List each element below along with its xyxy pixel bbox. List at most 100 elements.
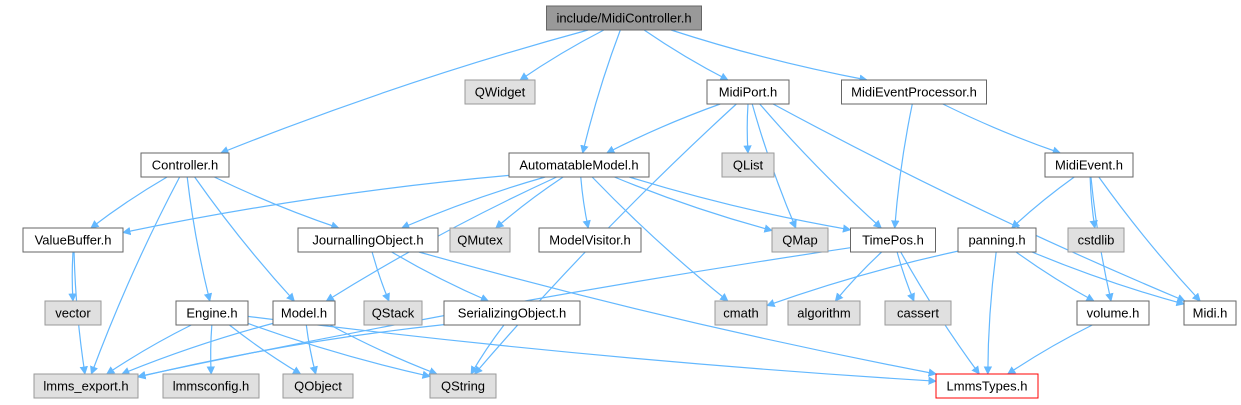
node-label-journallingobject: JournallingObject.h — [312, 233, 423, 248]
node-box-qstring — [429, 373, 497, 399]
node-box-panning — [957, 227, 1037, 253]
node-label-cstdlib: cstdlib — [1078, 233, 1115, 248]
edge-controller-to-lmms_export — [90, 176, 181, 375]
edge-controller-to-model — [194, 176, 295, 302]
edge-journallingobject-to-qstack — [371, 251, 390, 302]
node-label-lmmsconfig: lmmsconfig.h — [173, 379, 250, 394]
edge-engine-to-lmms_export — [106, 324, 192, 375]
node-box-serializingobject — [443, 300, 581, 326]
node-journallingobject[interactable]: JournallingObject.h — [297, 227, 439, 253]
node-label-panning: panning.h — [968, 233, 1025, 248]
node-qobject: QObject — [282, 373, 354, 399]
edge-valuebuffer-to-vector — [68, 251, 77, 302]
edge-automatablemodel-to-journallingobject — [400, 176, 546, 229]
edge-automatablemodel-to-modelvisitor — [580, 176, 591, 229]
node-timepos[interactable]: TimePos.h — [850, 227, 936, 253]
node-box-engine — [175, 300, 249, 326]
node-lmms_export: lmms_export.h — [33, 373, 139, 399]
edge-controller-to-engine — [186, 176, 213, 302]
edge-midicontroller-to-automatablemodel — [580, 29, 621, 154]
node-qwidget: QWidget — [464, 79, 536, 105]
node-label-valuebuffer: ValueBuffer.h — [35, 233, 112, 248]
node-midievent[interactable]: MidiEvent.h — [1044, 152, 1134, 178]
node-label-volume: volume.h — [1087, 306, 1140, 321]
node-label-midi: Midi.h — [1193, 306, 1228, 321]
node-box-qwidget — [464, 79, 536, 105]
node-label-cmath: cmath — [723, 306, 758, 321]
node-label-qobject: QObject — [294, 379, 342, 394]
edge-midieventprocessor-to-timepos — [891, 103, 913, 229]
node-modelvisitor[interactable]: ModelVisitor.h — [538, 227, 642, 253]
edges-layer — [68, 29, 1201, 385]
node-label-timepos: TimePos.h — [862, 233, 924, 248]
node-label-qlist: QList — [733, 158, 764, 173]
node-box-midieventprocessor — [841, 79, 987, 105]
edge-volume-to-lmmstypes — [1007, 324, 1093, 375]
node-cmath: cmath — [714, 300, 768, 326]
node-midicontroller[interactable]: include/MidiController.h — [546, 5, 702, 31]
node-label-qstring: QString — [441, 379, 485, 394]
node-midiport[interactable]: MidiPort.h — [706, 79, 790, 105]
node-label-midiport: MidiPort.h — [719, 85, 778, 100]
node-automatablemodel[interactable]: AutomatableModel.h — [508, 152, 650, 178]
node-engine[interactable]: Engine.h — [175, 300, 249, 326]
node-box-midi — [1183, 300, 1237, 326]
node-label-midicontroller: include/MidiController.h — [556, 11, 691, 26]
edge-midieventprocessor-to-midievent — [942, 103, 1062, 155]
node-label-modelvisitor: ModelVisitor.h — [549, 233, 630, 248]
node-box-model — [272, 300, 336, 326]
edge-timepos-to-cassert — [896, 251, 915, 302]
edge-midicontroller-to-controller — [220, 29, 589, 155]
node-controller[interactable]: Controller.h — [140, 152, 230, 178]
node-label-midievent: MidiEvent.h — [1055, 158, 1123, 173]
edge-panning-to-cmath — [766, 250, 959, 308]
node-box-algorithm — [787, 300, 861, 326]
node-cstdlib: cstdlib — [1067, 227, 1125, 253]
node-box-volume — [1076, 300, 1150, 326]
edge-serializingobject-to-qstring — [470, 324, 505, 375]
node-qlist: QList — [721, 152, 775, 178]
node-box-lmmstypes — [935, 373, 1039, 399]
node-box-cassert — [884, 300, 952, 326]
node-panning[interactable]: panning.h — [957, 227, 1037, 253]
edge-journallingobject-to-lmmstypes — [418, 251, 937, 377]
node-box-timepos — [850, 227, 936, 253]
edge-automatablemodel-to-model — [325, 176, 557, 302]
node-label-lmmstypes: LmmsTypes.h — [947, 379, 1028, 394]
edge-midiport-to-timepos — [759, 103, 882, 229]
node-box-midiport — [706, 79, 790, 105]
node-label-qmap: QMap — [782, 233, 817, 248]
edge-automatablemodel-to-qmap — [614, 176, 773, 233]
edge-model-to-qobject — [305, 324, 318, 375]
edge-controller-to-valuebuffer — [90, 176, 168, 229]
node-serializingobject[interactable]: SerializingObject.h — [443, 300, 581, 326]
edge-midiport-to-automatablemodel — [606, 103, 721, 154]
node-label-cassert: cassert — [897, 306, 939, 321]
node-volume[interactable]: volume.h — [1076, 300, 1150, 326]
node-valuebuffer[interactable]: ValueBuffer.h — [22, 227, 124, 253]
node-box-qlist — [721, 152, 775, 178]
edge-automatablemodel-to-valuebuffer — [122, 174, 510, 236]
edge-midicontroller-to-qwidget — [519, 29, 605, 81]
edge-midievent-to-panning — [1011, 176, 1075, 229]
edge-panning-to-lmmstypes — [983, 251, 997, 375]
edge-automatablemodel-to-qmutex — [495, 176, 564, 229]
edge-model-to-lmms_export — [121, 322, 274, 376]
node-cassert: cassert — [884, 300, 952, 326]
edge-midiport-to-midi — [772, 103, 1186, 302]
node-model[interactable]: Model.h — [272, 300, 336, 326]
node-label-automatablemodel: AutomatableModel.h — [519, 158, 638, 173]
node-label-qmutex: QMutex — [457, 233, 503, 248]
node-label-model: Model.h — [281, 306, 327, 321]
edge-midicontroller-to-midiport — [643, 29, 729, 81]
node-qstack: QStack — [363, 300, 423, 326]
node-label-qstack: QStack — [372, 306, 415, 321]
node-midi[interactable]: Midi.h — [1183, 300, 1237, 326]
node-label-algorithm: algorithm — [797, 306, 850, 321]
node-midieventprocessor[interactable]: MidiEventProcessor.h — [841, 79, 987, 105]
node-box-cstdlib — [1067, 227, 1125, 253]
node-algorithm: algorithm — [787, 300, 861, 326]
node-box-qobject — [282, 373, 354, 399]
node-lmmstypes[interactable]: LmmsTypes.h — [935, 373, 1039, 399]
